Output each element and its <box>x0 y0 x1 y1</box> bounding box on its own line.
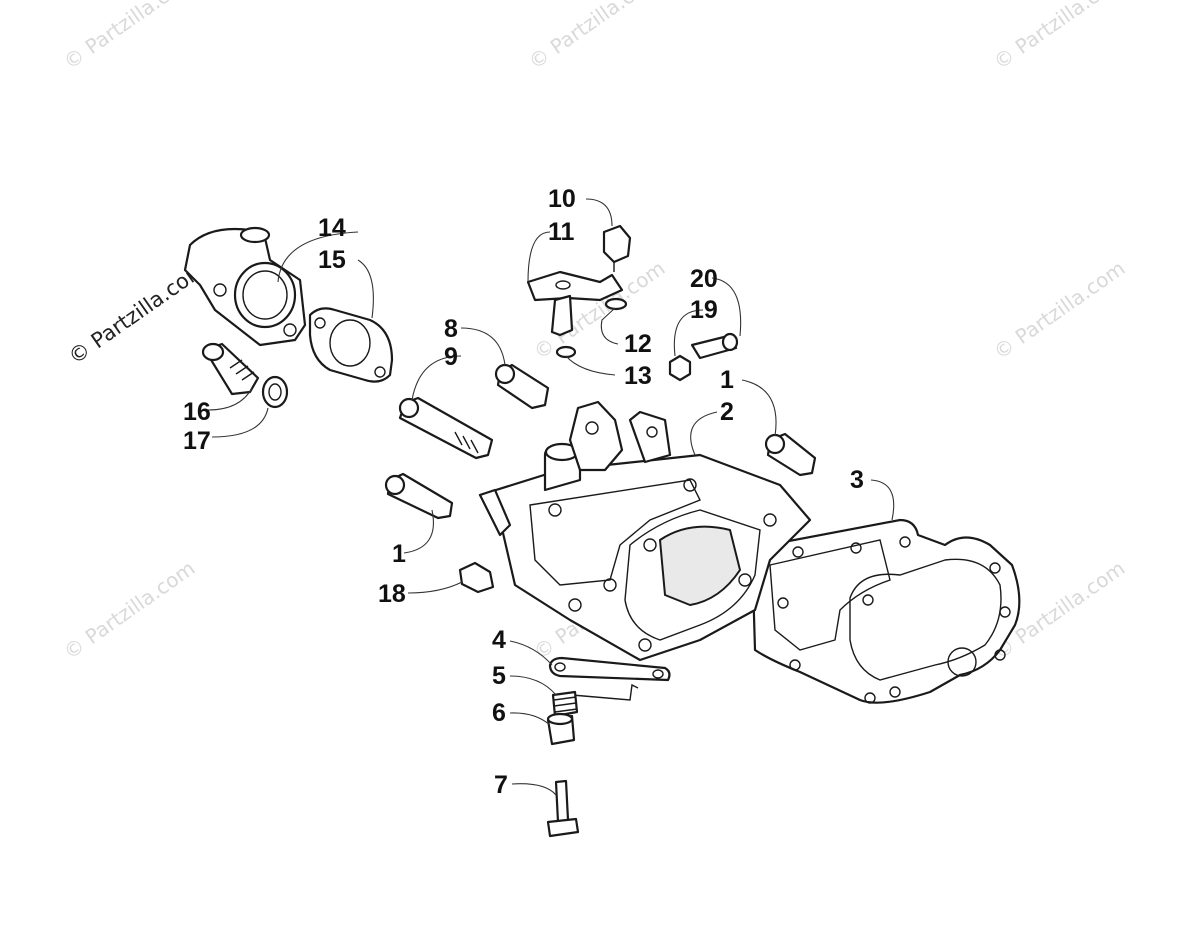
leader-lines <box>207 198 895 796</box>
nut-and-bolt-parts <box>668 332 739 382</box>
callout-label: 5 <box>492 662 506 690</box>
callout-label: 17 <box>183 427 211 455</box>
callout-label: 20 <box>690 265 718 293</box>
callout-label: 11 <box>548 218 575 246</box>
callout-label: 12 <box>624 330 652 358</box>
callout-label: 16 <box>183 398 211 426</box>
elbow-gasket-part <box>308 307 394 383</box>
watermark-text: © Partzilla.com <box>59 0 199 74</box>
water-elbow-part <box>183 226 307 347</box>
callout-label: 18 <box>378 580 406 608</box>
callout-label: 1 <box>720 366 734 394</box>
callout-labels: 1 1 2 3 4 5 6 7 8 9 10 11 12 13 14 15 16… <box>183 185 864 799</box>
throttle-lever-parts <box>526 224 632 359</box>
watermark-text: © Partzilla.com <box>989 0 1129 74</box>
watermark-text: © Partzilla.com <box>524 0 664 74</box>
callout-label: 4 <box>492 626 506 654</box>
callout-label: 9 <box>444 343 458 371</box>
callout-label: 13 <box>624 362 652 390</box>
linkage-parts <box>546 656 671 838</box>
fitting-and-washer-parts <box>201 342 289 409</box>
callout-label: 15 <box>318 246 346 274</box>
manifold-housing-part <box>478 400 812 662</box>
gasket-part <box>750 518 1021 704</box>
callout-label: 19 <box>690 296 718 324</box>
callout-label: 2 <box>720 398 734 426</box>
watermark-text: © Partzilla.com <box>989 256 1129 364</box>
callout-label: 1 <box>392 540 406 568</box>
callout-label: 8 <box>444 315 458 343</box>
callout-label: 14 <box>318 214 346 242</box>
callout-label: 3 <box>850 466 864 494</box>
callout-label: 10 <box>548 185 576 213</box>
callout-label: 6 <box>492 699 506 727</box>
callout-label: 7 <box>494 771 508 799</box>
watermark-text: © Partzilla.com <box>59 556 199 664</box>
